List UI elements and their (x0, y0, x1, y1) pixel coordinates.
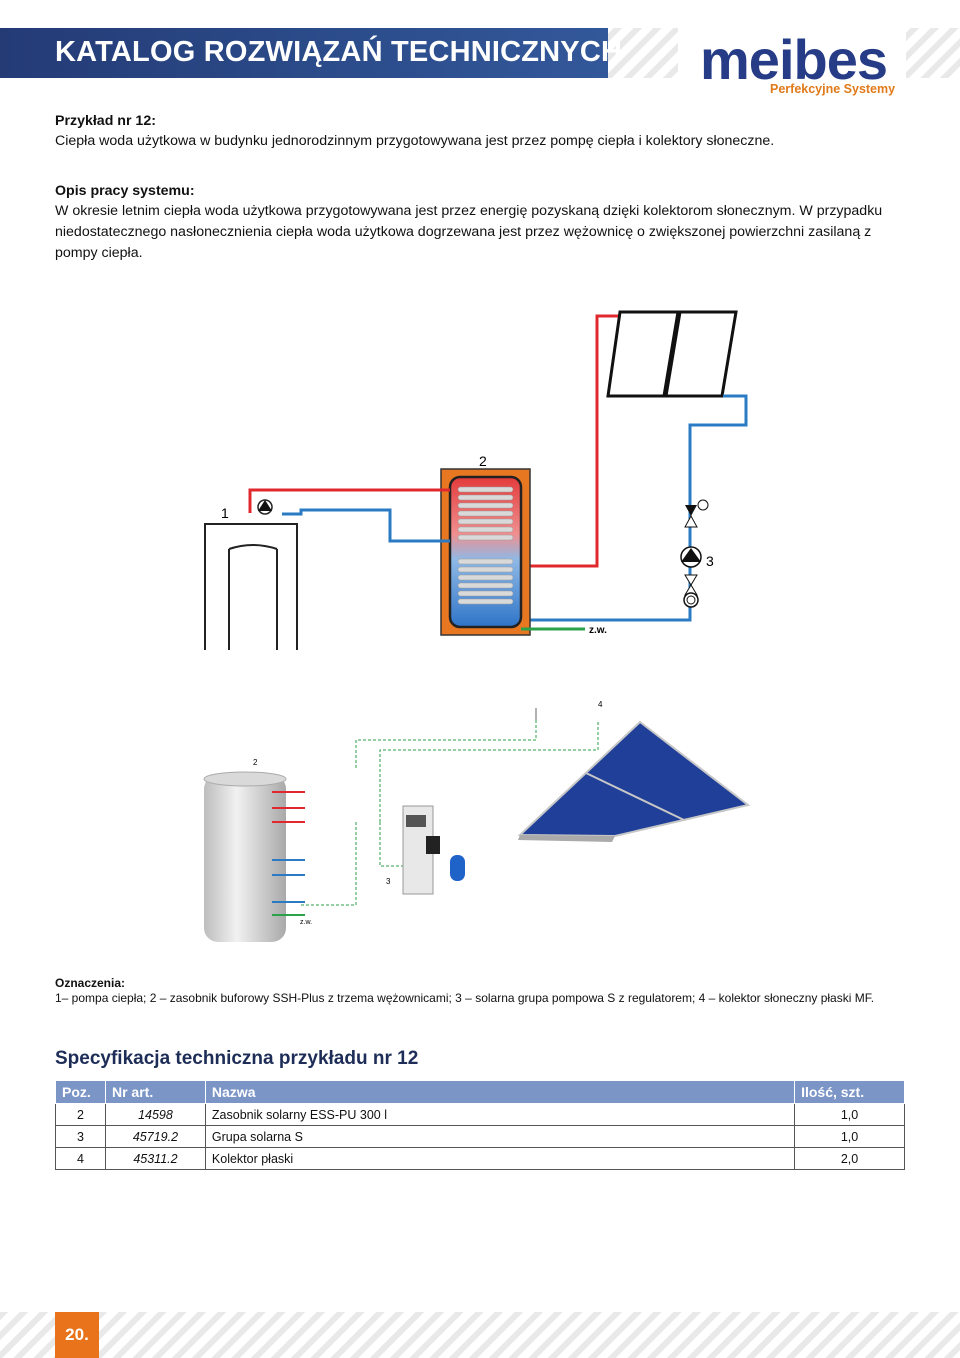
logo-tagline: Perfekcyjne Systemy (770, 82, 896, 96)
cell-name: Grupa solarna S (204, 1125, 796, 1148)
cell-qty: 1,0 (794, 1103, 905, 1126)
page-title: KATALOG ROZWIĄZAŃ TECHNICZNYCH (55, 36, 623, 68)
solar-collector-icon (606, 310, 738, 398)
column-header-pos: Poz. (55, 1080, 106, 1104)
table-header-row: Poz. Nr art. Nazwa Ilość, szt. (55, 1080, 905, 1104)
cell-art: 45311.2 (104, 1147, 206, 1170)
table-row: 4 45311.2 Kolektor płaski 2,0 (55, 1147, 905, 1170)
spec-title: Specyfikacja techniczna przykładu nr 12 (55, 1048, 419, 1069)
hydraulic-schematic: 2 1 3 z.w. (204, 310, 748, 650)
table-row: 2 14598 Zasobnik solarny ESS-PU 300 l 1,… (55, 1103, 905, 1126)
cell-qty: 2,0 (794, 1147, 905, 1170)
logo-wordmark: meibes (700, 28, 888, 91)
illustration-label-4: 4 (598, 700, 603, 709)
schematic-label-2: 2 (479, 453, 487, 469)
coil-turn (457, 510, 514, 517)
coil-turn (457, 566, 514, 573)
legend-label: Oznaczenia: (55, 976, 126, 990)
heat-pump-icon (204, 523, 298, 650)
column-header-name: Nazwa (204, 1080, 796, 1104)
coil-turn (457, 526, 514, 533)
coil-turn (457, 502, 514, 509)
cell-name: Zasobnik solarny ESS-PU 300 l (204, 1103, 796, 1126)
tank-illustration (203, 771, 287, 942)
title-bar (0, 28, 608, 78)
spec-table: Poz. Nr art. Nazwa Ilość, szt. 2 14598 Z… (55, 1080, 905, 1170)
cell-art: 45719.2 (104, 1125, 206, 1148)
column-header-qty: Ilość, szt. (794, 1080, 905, 1104)
cell-name: Kolektor płaski (204, 1147, 796, 1170)
table-row: 3 45719.2 Grupa solarna S 1,0 (55, 1125, 905, 1148)
page-number: 20. (55, 1312, 99, 1358)
schematic-label-1: 1 (221, 505, 229, 521)
illustration-label-2: 2 (253, 758, 258, 767)
cell-pos: 3 (55, 1125, 106, 1148)
footer-band (0, 1312, 960, 1358)
pump-icon (257, 499, 273, 515)
coil-turn (457, 598, 514, 605)
coil-turn (457, 574, 514, 581)
example-label: Przykład nr 12: (55, 113, 156, 129)
cell-pos: 4 (55, 1147, 106, 1170)
illustration-label-zw: z.w. (300, 919, 312, 926)
schematic-label-zw: z.w. (589, 625, 607, 636)
schematic-label-3: 3 (706, 553, 714, 569)
legend-text: 1– pompa ciepła; 2 – zasobnik buforowy S… (55, 991, 875, 1005)
column-header-art: Nr art. (104, 1080, 206, 1104)
coil-turn (457, 534, 514, 541)
cell-pos: 2 (55, 1103, 106, 1126)
coil-turn (457, 582, 514, 589)
coil-turn (457, 494, 514, 501)
coil-turn (457, 558, 514, 565)
example-description: Ciepła woda użytkowa w budynku jednorodz… (55, 133, 775, 149)
flat-collector-icon (517, 720, 751, 842)
solar-pump-group (680, 499, 709, 608)
coil-turn (457, 486, 514, 493)
cell-qty: 1,0 (794, 1125, 905, 1148)
buffer-tank (440, 468, 531, 636)
coil-turn (457, 518, 514, 525)
operation-label: Opis pracy systemu: (55, 183, 195, 199)
illustration-label-3: 3 (386, 877, 391, 886)
cell-art: 14598 (104, 1103, 206, 1126)
product-illustration: 2 3 4 z.w. (203, 700, 751, 942)
operation-description: W okresie letnim ciepła woda użytkowa pr… (55, 203, 883, 261)
solar-group-illustration (402, 805, 465, 895)
coil-turn (457, 590, 514, 597)
logo (678, 28, 906, 100)
